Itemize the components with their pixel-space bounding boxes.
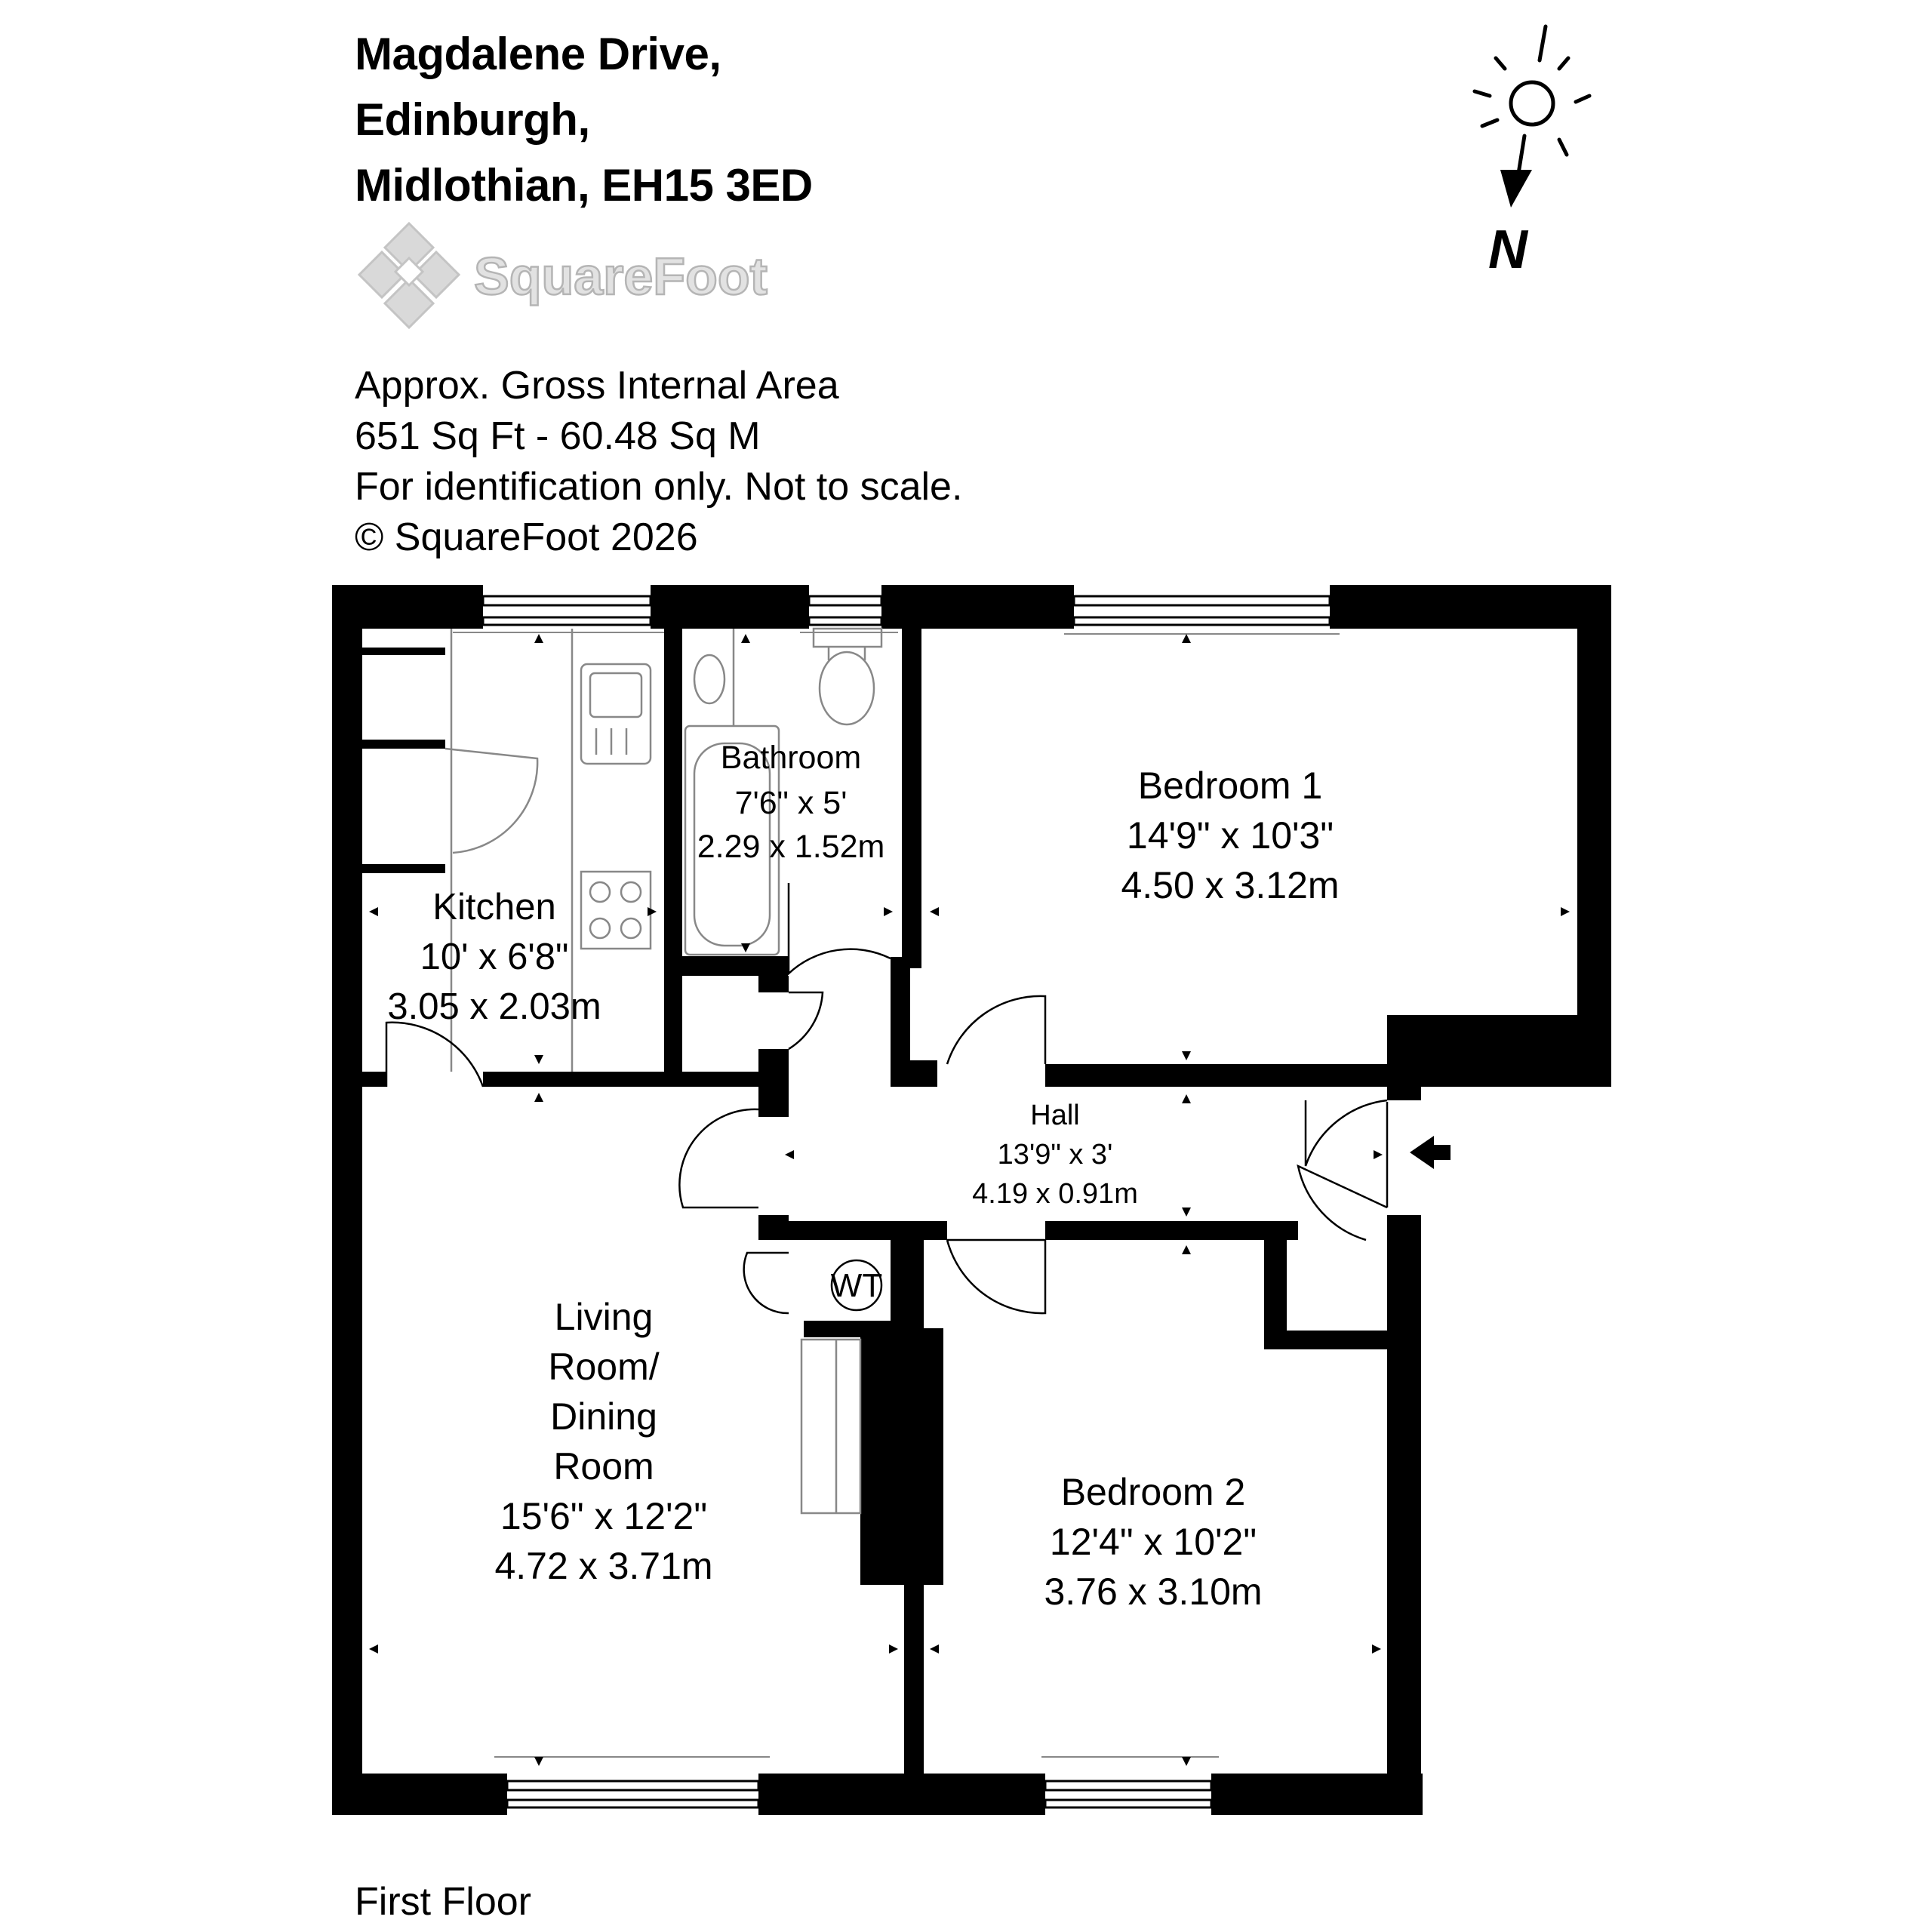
living-name-line-4: Room [553, 1445, 654, 1487]
living-metric: 4.72 x 3.71m [494, 1545, 712, 1587]
bedroom1-name: Bedroom 1 [1138, 764, 1323, 807]
address-line-3: Midlothian, EH15 3ED [355, 160, 813, 211]
entrance-arrow-icon [1410, 1136, 1451, 1169]
bathroom-imperial: 7'6" x 5' [735, 785, 848, 821]
water-tank-label: WT [831, 1267, 882, 1304]
windows [481, 595, 1331, 1809]
area-info-title: Approx. Gross Internal Area [355, 364, 839, 408]
bedroom2-metric: 3.76 x 3.10m [1044, 1571, 1262, 1613]
area-info: Approx. Gross Internal Area 651 Sq Ft - … [355, 361, 962, 563]
hall-name: Hall [1030, 1100, 1079, 1131]
dimension-markers [369, 634, 1570, 1766]
kitchen-metric: 3.05 x 2.03m [387, 986, 601, 1027]
room-hall: Hall 13'9" x 3' 4.19 x 0.91m [972, 1100, 1138, 1210]
room-living-dining: Living Room/ Dining Room 15'6" x 12'2" 4… [494, 1296, 712, 1587]
living-name-line-3: Dining [550, 1395, 657, 1438]
room-bedroom-1: Bedroom 1 14'9" x 10'3" 4.50 x 3.12m [1121, 764, 1339, 906]
north-arrow-sun-icon: N [1472, 24, 1592, 275]
room-labels: Kitchen 10' x 6'8" 3.05 x 2.03m Bathroom… [387, 740, 1339, 1613]
address-line-2: Edinburgh, [355, 94, 590, 145]
squarefoot-logo-mark [357, 221, 461, 330]
hearth [800, 1338, 862, 1515]
room-bathroom: Bathroom 7'6" x 5' 2.29 x 1.52m [697, 740, 885, 865]
area-info-copyright: © SquareFoot 2026 [355, 515, 698, 559]
bedroom1-metric: 4.50 x 3.12m [1121, 864, 1339, 906]
hall-metric: 4.19 x 0.91m [972, 1178, 1138, 1210]
room-kitchen: Kitchen 10' x 6'8" 3.05 x 2.03m [387, 887, 601, 1027]
bathroom-name: Bathroom [721, 740, 861, 776]
north-label: N [1488, 220, 1529, 275]
area-info-disclaimer: For identification only. Not to scale. [355, 465, 963, 509]
living-imperial: 15'6" x 12'2" [500, 1495, 707, 1537]
kitchen-name: Kitchen [432, 887, 555, 928]
toilet-icon [818, 651, 875, 726]
kitchen-sink-icon [580, 663, 652, 765]
property-address: Magdalene Drive, Edinburgh, Midlothian, … [355, 21, 813, 218]
walls [332, 585, 1611, 1815]
bathroom-fixtures [684, 627, 883, 956]
room-bedroom-2: Bedroom 2 12'4" x 10'2" 3.76 x 3.10m [1044, 1471, 1262, 1613]
bedroom2-name: Bedroom 2 [1061, 1471, 1246, 1513]
hob-icon [580, 870, 652, 950]
toilet-cistern-icon [812, 627, 883, 648]
living-name-line-1: Living [555, 1296, 654, 1338]
address-line-1: Magdalene Drive, [355, 29, 721, 79]
bathroom-metric: 2.29 x 1.52m [697, 829, 885, 865]
kitchen-fixtures [445, 629, 652, 1072]
doors [385, 883, 1389, 1315]
area-info-size: 651 Sq Ft - 60.48 Sq M [355, 414, 761, 458]
bathtub-icon [684, 724, 780, 956]
water-tank-icon [830, 1259, 883, 1312]
basin-icon [693, 654, 726, 705]
floor-label: First Floor [355, 1880, 531, 1924]
hall-imperial: 13'9" x 3' [998, 1139, 1113, 1171]
logo-wordmark: SquareFoot [474, 247, 768, 306]
living-name-line-2: Room/ [548, 1346, 659, 1388]
bedroom2-imperial: 12'4" x 10'2" [1050, 1521, 1257, 1563]
squarefoot-logo: SquareFoot [357, 221, 768, 330]
bedroom1-imperial: 14'9" x 10'3" [1127, 814, 1334, 857]
kitchen-imperial: 10' x 6'8" [420, 937, 569, 977]
